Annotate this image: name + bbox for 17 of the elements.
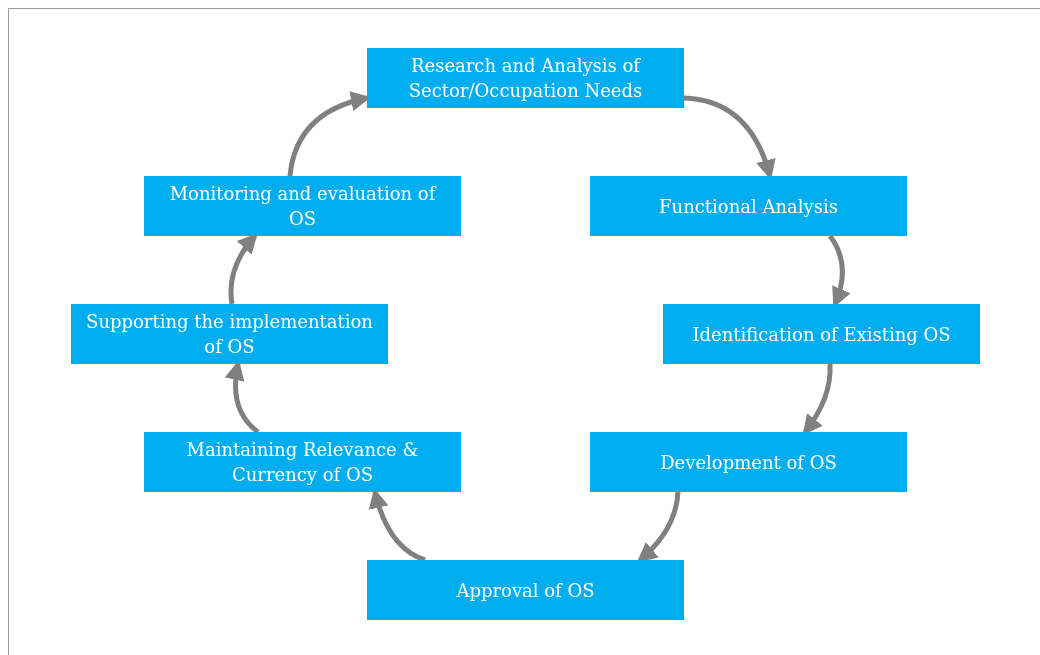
process-box bbox=[663, 304, 980, 364]
step-label: Supporting the implementation of OS bbox=[85, 310, 374, 359]
curved-arrow bbox=[637, 491, 681, 563]
step-label: Approval of OS bbox=[456, 578, 595, 603]
step-label: Monitoring and evaluation of OS bbox=[168, 182, 438, 231]
step-label: Research and Analysis of Sector/Occupation Needs bbox=[407, 54, 644, 103]
process-box bbox=[71, 304, 388, 364]
process-box bbox=[367, 560, 684, 620]
process-box bbox=[590, 176, 907, 236]
process-box bbox=[590, 432, 907, 492]
process-box bbox=[144, 176, 461, 236]
step-label: Development of OS bbox=[660, 450, 837, 475]
step-label: Functional Analysis bbox=[659, 194, 838, 219]
process-box bbox=[144, 432, 461, 492]
step-label: Identification of Existing OS bbox=[692, 322, 951, 347]
step-label: Maintaining Relevance & Currency of OS bbox=[185, 438, 420, 487]
process-box bbox=[367, 48, 684, 108]
